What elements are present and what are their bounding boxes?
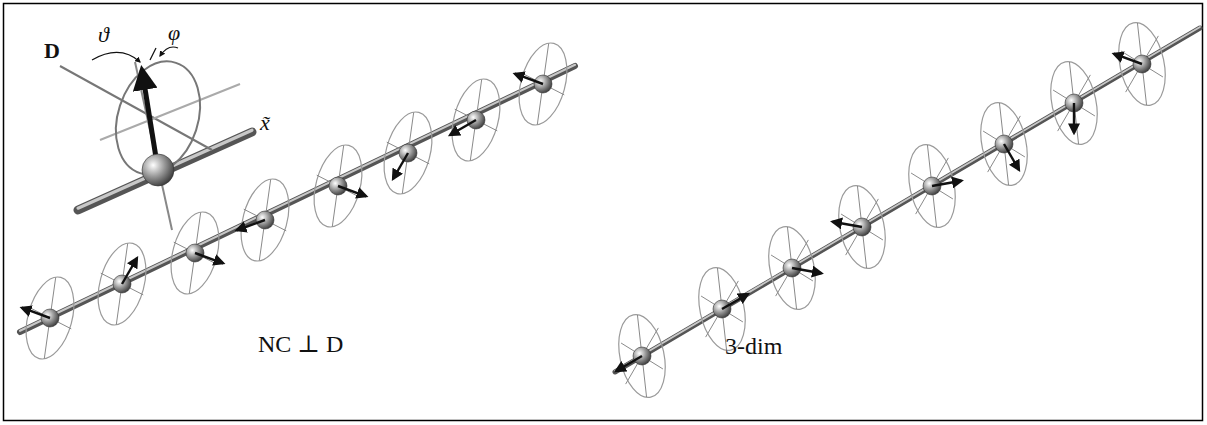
spin-arrow (1073, 103, 1075, 133)
spin-site (233, 174, 297, 267)
rod-highlight (615, 27, 1200, 371)
spin-arrow (515, 74, 543, 84)
rotation-ring (974, 98, 1035, 189)
spin-site (832, 181, 893, 272)
chain-rod (20, 66, 575, 332)
phi-tick (150, 48, 156, 60)
spin-site (1112, 18, 1173, 109)
spin-arrow (1004, 144, 1019, 170)
spin-site (1044, 57, 1105, 148)
ring-spoke (988, 116, 1021, 172)
spin-arrow (450, 120, 476, 135)
rotation-ring (444, 74, 508, 167)
inset-ring (102, 50, 214, 185)
panel-label: 3-dim (725, 334, 782, 358)
spin-arrow (237, 220, 265, 230)
spin-site (511, 38, 575, 131)
spin-arrow (932, 181, 962, 186)
spin-arrow (393, 153, 408, 179)
chain-rod (615, 28, 1200, 372)
spin-arrow (122, 258, 137, 284)
rotation-ring (163, 207, 227, 300)
theta-arc (92, 52, 140, 62)
spin-site (612, 310, 673, 401)
phi-arc (160, 47, 178, 56)
spin-site (90, 238, 154, 331)
rotation-ring (832, 181, 893, 272)
panel-label: NC ⊥ D (258, 332, 343, 356)
angle-label: φ (168, 22, 180, 44)
spin-site (163, 207, 227, 300)
inset-axis (100, 84, 240, 140)
vector-label: D (44, 40, 60, 62)
spin-arrow (22, 308, 50, 318)
rotation-ring (376, 107, 440, 200)
rotation-ring (306, 140, 370, 233)
spin-site (18, 272, 82, 365)
rotation-ring (902, 140, 963, 231)
rotation-ring (1112, 18, 1173, 109)
spin-arrow (338, 186, 366, 196)
rotation-ring (511, 38, 575, 131)
rotation-ring (90, 238, 154, 331)
spin-site (376, 107, 440, 200)
rotation-ring (612, 310, 673, 401)
angle-label: ϑ (98, 24, 109, 46)
spin-site (902, 140, 963, 231)
inset-axis (135, 62, 172, 230)
rotation-ring (233, 174, 297, 267)
spin-arrow (832, 222, 862, 227)
spin-site (444, 74, 508, 167)
spin-arrow (616, 356, 642, 371)
spin-site (974, 98, 1035, 189)
rotation-ring (762, 222, 823, 313)
spin-arrow (1114, 54, 1142, 64)
spin-arrow (792, 268, 822, 273)
spin-arrow (195, 253, 223, 263)
spin-sphere (142, 154, 174, 186)
rod-highlight (20, 65, 575, 331)
spin-site (306, 140, 370, 233)
axis-label: x̃ (260, 112, 270, 134)
spin-site (762, 222, 823, 313)
rotation-ring (18, 272, 82, 365)
spin-arrow (722, 294, 748, 309)
rotation-ring (1044, 57, 1105, 148)
frame (4, 4, 1203, 421)
